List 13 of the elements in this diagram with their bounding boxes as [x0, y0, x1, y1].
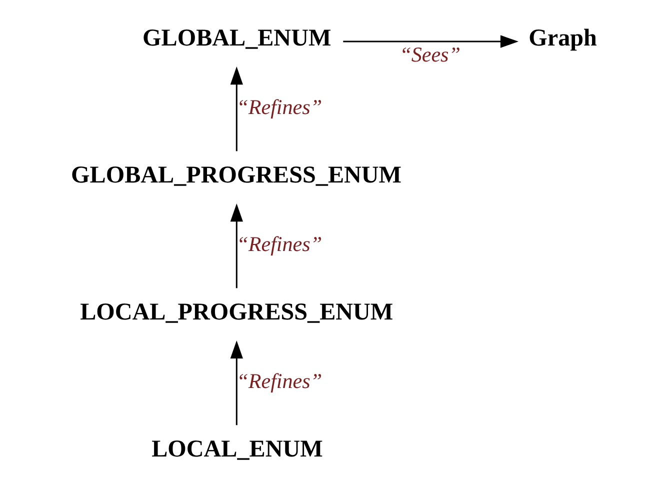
- arrow: [230, 204, 243, 288]
- node-text: GLOBAL_PROGRESS_ENUM: [71, 162, 402, 189]
- arrow: [230, 340, 243, 426]
- edge-label: “Refines”: [236, 369, 322, 394]
- node-text: GLOBAL_ENUM: [142, 26, 332, 52]
- edge-label: “Refines”: [236, 232, 322, 256]
- arrow: [230, 66, 243, 152]
- edge-label: “Sees”: [400, 42, 460, 66]
- node-text: Graph: [528, 26, 597, 52]
- edge-label: “Refines”: [236, 95, 322, 120]
- arrow: [343, 35, 519, 48]
- node-text: LOCAL_ENUM: [152, 436, 323, 463]
- node-text: LOCAL_PROGRESS_ENUM: [80, 300, 394, 326]
